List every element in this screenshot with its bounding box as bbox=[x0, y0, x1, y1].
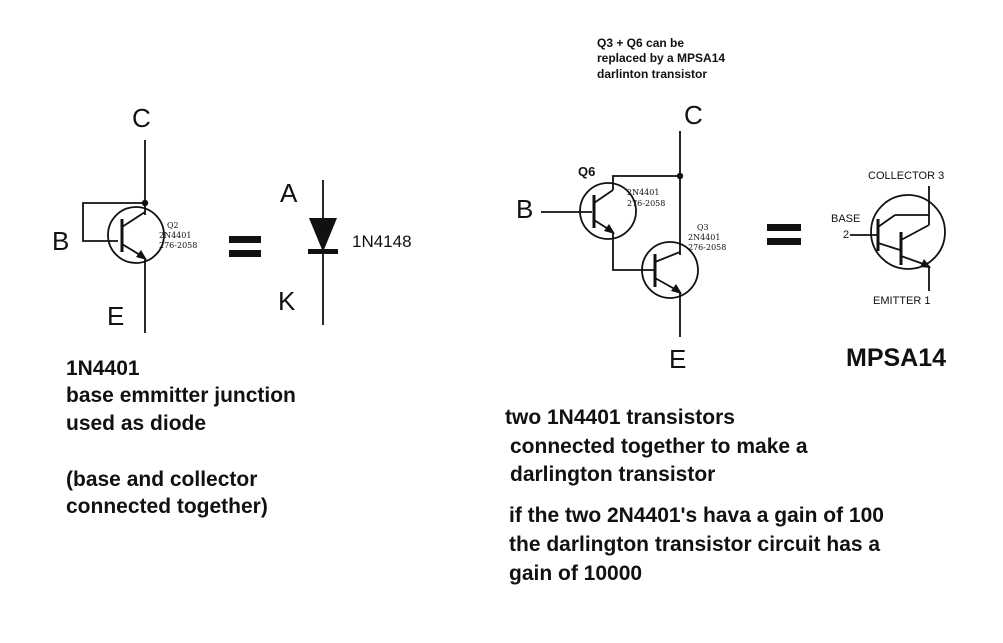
q6-ref: Q6 bbox=[578, 164, 595, 179]
collector-pin-label: C bbox=[132, 103, 151, 133]
q2-code: 276-2058 bbox=[159, 241, 197, 250]
gain-caption: if the two 2N4401's hava a gain of 100 t… bbox=[509, 504, 884, 585]
note-line-3: darlinton transistor bbox=[597, 67, 707, 81]
q6-body bbox=[579, 182, 637, 240]
cathode-label: K bbox=[278, 286, 296, 316]
note-line-2: replaced by a MPSA14 bbox=[597, 51, 725, 65]
diode-part-label: 1N4148 bbox=[352, 232, 412, 251]
replacement-note: Q3 + Q6 can be replaced by a MPSA14 darl… bbox=[597, 36, 725, 81]
mpsa14-collector-leg-1 bbox=[877, 214, 896, 228]
q6-part: 2N4401 bbox=[627, 188, 659, 197]
left-caption: 1N4401 base emmitter junction used as di… bbox=[66, 357, 296, 518]
darlington-caption-line-3: darlington transistor bbox=[510, 463, 715, 486]
q2-part: 2N4401 bbox=[159, 231, 191, 240]
device-name: MPSA14 bbox=[846, 344, 946, 372]
q3-part: 2N4401 bbox=[688, 233, 720, 242]
diode-triangle bbox=[309, 218, 337, 252]
left-caption-line-3: used as diode bbox=[66, 412, 206, 435]
left-caption-line-6: connected together) bbox=[66, 495, 268, 518]
q3-ref: Q3 bbox=[697, 223, 709, 232]
q3-emitter-arrow bbox=[671, 284, 682, 294]
right-equals-sign bbox=[767, 224, 801, 245]
left-equals-sign bbox=[229, 236, 261, 257]
left-caption-line-5: (base and collector bbox=[66, 468, 257, 491]
base-collector-link bbox=[82, 202, 145, 242]
q6-emitter-arrow bbox=[604, 224, 615, 234]
q3-code: 276-2058 bbox=[688, 243, 726, 252]
q6-collector-leg bbox=[593, 189, 614, 204]
base-pin-label: B bbox=[52, 226, 69, 256]
mpsa14-body bbox=[870, 194, 946, 270]
darlington-circuit: C B Q6 2N4401 276-2058 E Q3 2N4401 276-2… bbox=[516, 100, 726, 374]
emitter-pin-text: EMITTER 1 bbox=[873, 295, 930, 307]
mpsa14-emitter-arrow bbox=[920, 259, 931, 268]
darlington-base-label: B bbox=[516, 194, 533, 224]
transistor-body bbox=[107, 206, 165, 264]
emitter-pin-label: E bbox=[107, 301, 124, 331]
darlington-collector-label: C bbox=[684, 100, 703, 130]
gain-caption-line-3: gain of 10000 bbox=[509, 562, 642, 585]
left-caption-line-1: 1N4401 bbox=[66, 357, 140, 380]
q3-body bbox=[641, 241, 699, 299]
darlington-caption-line-2: connected together to make a bbox=[510, 435, 808, 458]
gain-caption-line-2: the darlington transistor circuit has a bbox=[509, 533, 880, 556]
q3-collector-leg bbox=[654, 251, 681, 263]
q6-code: 276-2058 bbox=[627, 199, 665, 208]
base-pin-text: BASE bbox=[831, 213, 860, 225]
mpsa14-emitter-leg-1 bbox=[877, 242, 901, 251]
mpsa14-symbol: COLLECTOR 3 BASE 2 EMITTER 1 MPSA14 bbox=[831, 170, 946, 372]
diode-symbol: A 1N4148 K bbox=[278, 178, 412, 325]
q6-emitter-to-q3-base bbox=[612, 232, 655, 271]
collector-pin-text: COLLECTOR 3 bbox=[868, 170, 944, 182]
darlington-caption-line-1: two 1N4401 transistors bbox=[505, 406, 735, 429]
left-caption-line-2: base emmitter junction bbox=[66, 384, 296, 407]
diode-cathode-bar bbox=[308, 249, 338, 254]
base-pin-number: 2 bbox=[843, 229, 849, 241]
anode-label: A bbox=[280, 178, 298, 208]
darlington-caption: two 1N4401 transistors connected togethe… bbox=[505, 406, 808, 486]
mpsa14-collector-leg-2 bbox=[900, 224, 930, 241]
note-line-1: Q3 + Q6 can be bbox=[597, 36, 684, 50]
q6-collector-wire bbox=[612, 175, 680, 190]
darlington-emitter-label: E bbox=[669, 344, 686, 374]
diode-connected-transistor: C B E Q2 2N4401 276-2058 bbox=[52, 103, 197, 333]
q2-ref: Q2 bbox=[167, 221, 179, 230]
gain-caption-line-1: if the two 2N4401's hava a gain of 100 bbox=[509, 504, 884, 527]
emitter-arrow bbox=[136, 250, 147, 260]
collector-leg bbox=[121, 211, 146, 228]
